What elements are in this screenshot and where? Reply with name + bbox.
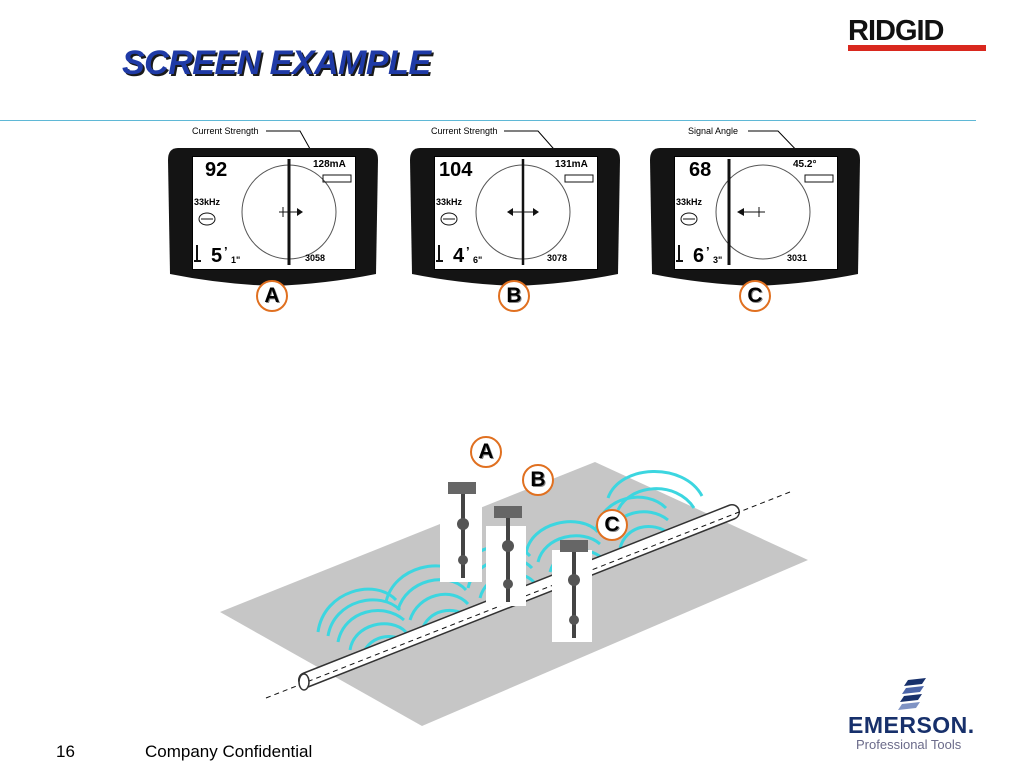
screen-label-c: C — [739, 280, 771, 312]
signal-angle-value: 45.2° — [793, 159, 817, 170]
emerson-logo-text: EMERSON. — [848, 712, 975, 738]
page-number: 16 — [56, 742, 75, 761]
bottom-value: 3058 — [305, 253, 326, 263]
callout-leader-b — [504, 130, 561, 157]
diagram-label-c: C — [596, 509, 628, 541]
locator-device-c — [552, 540, 592, 642]
depth-prime: ’ — [466, 244, 470, 259]
callout-label-a: Current Strength — [192, 126, 259, 136]
depth-feet: 6 — [693, 245, 705, 267]
locator-device-b — [486, 506, 526, 606]
bottom-value: 3078 — [547, 253, 568, 263]
locator-screen-a: 92 128mA 33kHz 5 ’ 1" 3058 — [166, 146, 380, 292]
screen-label-b: B — [498, 280, 530, 312]
ridgid-logo-text: RIDGID — [848, 15, 944, 47]
slide-title: SCREEN EXAMPLE — [122, 44, 431, 82]
header-divider — [0, 120, 976, 121]
callout-leader-a — [266, 130, 315, 157]
current-value: 131mA — [555, 159, 588, 170]
frequency-value: 33kHz — [676, 197, 703, 207]
strength-value: 68 — [689, 159, 712, 181]
locator-screen-b: 104 131mA 33kHz 4 ’ 6" 3078 — [408, 146, 622, 292]
depth-feet: 5 — [211, 245, 223, 267]
bottom-value: 3031 — [787, 253, 808, 263]
depth-inches: 3" — [713, 255, 723, 265]
depth-prime: ’ — [706, 244, 710, 259]
frequency-value: 33kHz — [436, 197, 463, 207]
depth-prime: ’ — [224, 244, 228, 259]
emerson-tagline: Professional Tools — [856, 737, 962, 752]
diagram-label-b: B — [522, 464, 554, 496]
emerson-mark-icon — [898, 678, 926, 710]
pipe-field-diagram — [220, 462, 808, 726]
confidentiality-label: Company Confidential — [145, 742, 313, 761]
current-value: 128mA — [313, 159, 346, 170]
diagram-label-a: A — [470, 436, 502, 468]
callout-leader-c — [748, 130, 803, 157]
strength-value: 104 — [439, 159, 473, 181]
depth-feet: 4 — [453, 245, 465, 267]
callout-label-c: Signal Angle — [688, 126, 739, 136]
locator-screen-c: 68 45.2° 33kHz 6 ’ 3" 3031 — [648, 146, 862, 292]
strength-value: 92 — [205, 159, 228, 181]
screen-label-a: A — [256, 280, 288, 312]
ridgid-logo: RIDGID — [846, 14, 986, 52]
locator-device-a — [440, 482, 482, 582]
depth-inches: 6" — [473, 255, 483, 265]
callout-label-b: Current Strength — [431, 126, 498, 136]
depth-inches: 1" — [231, 255, 241, 265]
frequency-value: 33kHz — [194, 197, 221, 207]
